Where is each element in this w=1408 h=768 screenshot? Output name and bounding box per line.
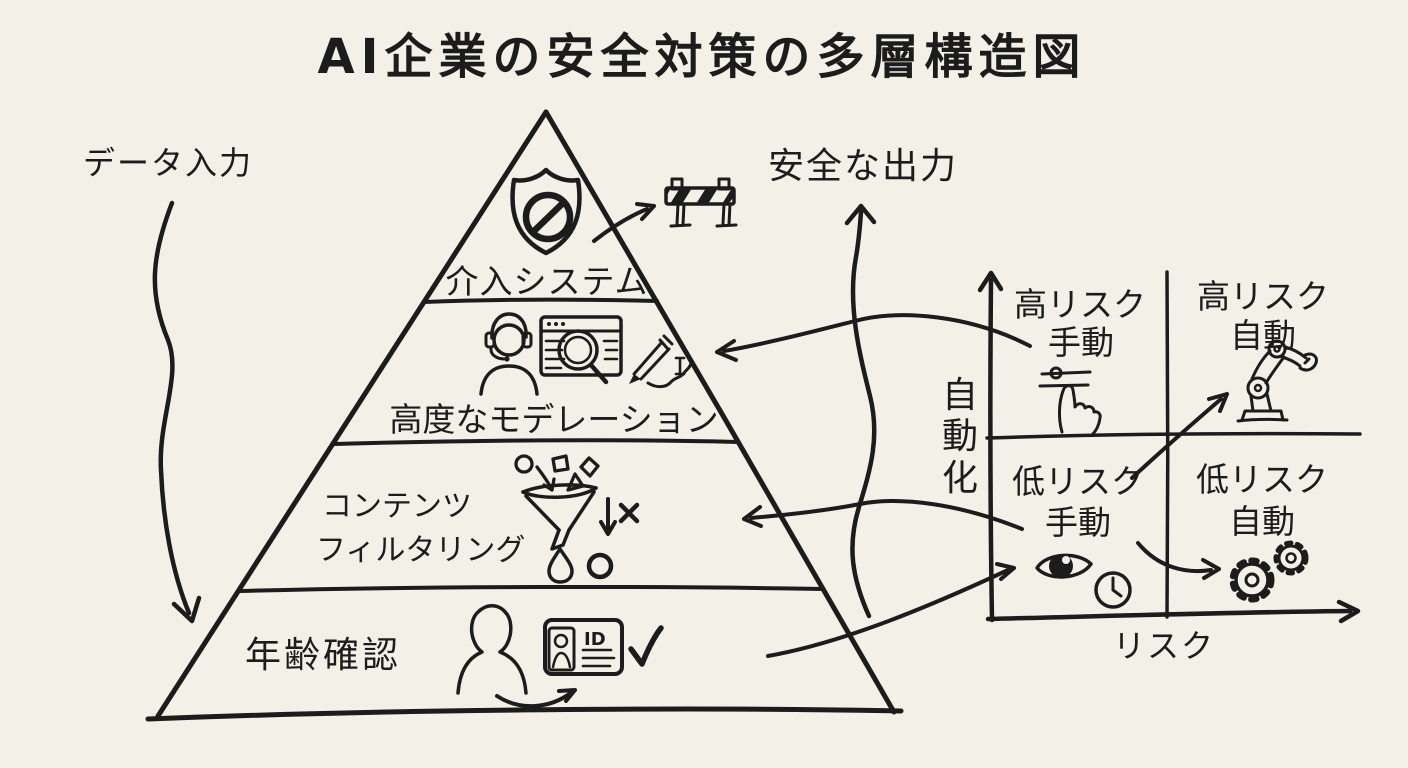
arrow-lowmanual-to-lowauto xyxy=(1136,541,1213,574)
pyramid-layer-moderation: 高度なモデレーション xyxy=(389,312,719,439)
matrix-horizontal-divider xyxy=(985,431,1362,440)
q1-label-line1: 高リスク xyxy=(1014,285,1146,324)
q4-label-line2: 自動 xyxy=(1229,502,1295,541)
matrix-y-axis xyxy=(988,277,995,623)
layer-age-label: 年齢確認 xyxy=(245,635,401,676)
pyramid-divider-2 xyxy=(332,438,740,446)
writing-hand-icon xyxy=(629,334,693,389)
layer-filtering-label-line1: コンテンツ xyxy=(322,489,472,524)
quadrant-low-risk-manual: 低リスク 手動 xyxy=(1012,462,1144,609)
arrow-manual-to-moderation-head xyxy=(715,339,738,362)
x-axis-label: リスク xyxy=(1113,627,1215,665)
blocked-shield-icon xyxy=(510,167,582,256)
matrix-x-axis xyxy=(985,608,1353,622)
y-axis-label-char1: 自 xyxy=(942,375,978,416)
q3-label-line2: 手動 xyxy=(1045,503,1111,542)
q3-label-line1: 低リスク xyxy=(1012,462,1144,501)
pyramid: 介入システム 高度なモデレーション xyxy=(145,109,904,722)
page-title: AI企業の安全対策の多層構造図 xyxy=(317,29,1086,85)
data-input-label: データ入力 xyxy=(83,144,253,182)
arrow-age-to-lowmanual-head xyxy=(995,562,1016,581)
road-barrier-icon xyxy=(664,177,738,228)
pyramid-layer-filtering: コンテンツ フィルタリング xyxy=(316,454,640,584)
q4-label-line1: 低リスク xyxy=(1196,460,1328,499)
arrow-safe-output-head xyxy=(844,203,877,226)
pyramid-layer-intervention: 介入システム xyxy=(445,167,738,301)
pyramid-layer-age-verification: 年齢確認 ID xyxy=(245,604,664,708)
pyramid-base-line xyxy=(145,706,904,722)
check-icon xyxy=(628,625,664,667)
quadrant-high-risk-manual: 高リスク 手動 xyxy=(1014,285,1146,437)
browser-review-icon xyxy=(539,315,623,385)
y-axis-label-char2: 動 xyxy=(942,416,978,457)
cross-links xyxy=(715,313,1032,658)
y-axis-label-char3: 化 xyxy=(942,458,978,499)
arrow-age-to-lowmanual xyxy=(766,568,1010,658)
arrow-shield-to-barrier-head xyxy=(635,202,656,221)
arrow-data-input-head xyxy=(171,595,202,624)
person-silhouette-icon xyxy=(456,604,528,695)
slider-touch-icon xyxy=(1038,366,1102,437)
q1-label-line2: 手動 xyxy=(1048,323,1114,362)
arrow-to-high-auto xyxy=(1130,397,1223,480)
pyramid-divider-3 xyxy=(237,584,825,593)
arrow-person-to-id-head xyxy=(557,688,577,703)
id-card-icon: ID xyxy=(543,618,624,676)
quadrant-low-risk-auto: 低リスク 自動 xyxy=(1136,460,1328,603)
arrow-lowmanual-to-lowauto-head xyxy=(1201,558,1221,580)
arrow-person-to-id xyxy=(495,690,574,708)
moderator-headset-icon xyxy=(479,312,539,396)
layer-intervention-label: 介入システム xyxy=(445,262,648,301)
pyramid-right-edge xyxy=(543,109,897,715)
q2-label-line1: 高リスク xyxy=(1197,277,1329,316)
arrow-manual-to-moderation xyxy=(722,313,1032,353)
arrow-lowmanual-to-filtering xyxy=(749,499,1024,531)
robot-arm-icon xyxy=(1236,339,1318,423)
gears-icon xyxy=(1229,540,1309,603)
arrow-safe-output xyxy=(850,209,877,619)
matrix-x-axis-head xyxy=(1336,599,1361,624)
flow-annotations: データ入力 安全な出力 xyxy=(83,144,958,624)
layer-filtering-label-line2: フィルタリング xyxy=(316,533,525,568)
layer-moderation-label: 高度なモデレーション xyxy=(389,400,718,439)
arrow-lowmanual-to-filtering-head xyxy=(742,505,763,528)
safe-output-label: 安全な出力 xyxy=(768,146,958,187)
clock-icon xyxy=(1094,571,1132,609)
pyramid-divider-1 xyxy=(422,297,659,304)
id-card-text: ID xyxy=(584,629,606,650)
quadrant-high-risk-auto: 高リスク 自動 xyxy=(1130,277,1329,480)
rejected-item-icon xyxy=(586,497,640,580)
risk-automation-matrix: 自 動 化 リスク 高リスク 手動 高リスク 自動 xyxy=(942,270,1362,665)
arrow-to-high-auto-head xyxy=(1207,392,1229,413)
filter-funnel-icon xyxy=(514,454,600,584)
arrow-shield-to-barrier xyxy=(592,207,649,243)
eye-icon xyxy=(1035,553,1093,579)
matrix-y-axis-head xyxy=(977,270,1004,293)
pyramid-left-edge xyxy=(155,109,549,719)
arrow-data-input xyxy=(152,200,192,616)
